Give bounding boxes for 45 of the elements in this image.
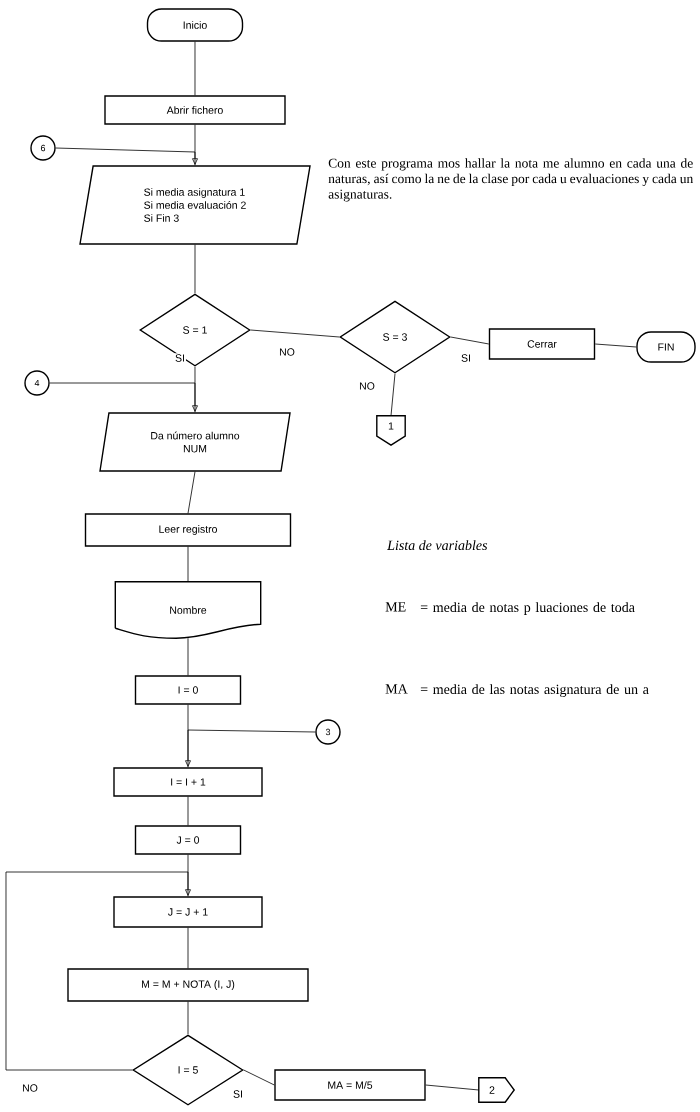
connector-line	[5, 871, 191, 1071]
process-box: J = J + 1	[113, 896, 263, 928]
terminal-box: FIN	[636, 331, 696, 363]
connector-line	[55, 147, 198, 165]
connector-line	[594, 343, 637, 348]
edge-label: SI	[174, 353, 186, 363]
connector-line	[250, 329, 340, 338]
edge-label: NO	[278, 347, 296, 357]
process-box: Cerrar	[488, 328, 596, 360]
document-shape: Nombre	[114, 581, 262, 639]
connector-line	[194, 41, 196, 96]
edge-label: SI	[460, 353, 472, 363]
input-parallelogram: Da número alumno NUM	[99, 412, 291, 472]
connector-line	[185, 729, 316, 767]
connector-line	[187, 637, 189, 676]
variable-definition: = media de notas p luaciones de toda	[420, 602, 635, 615]
process-box: Leer registro	[84, 513, 292, 547]
edge-label: NO	[358, 381, 376, 391]
variable-name: ME	[385, 602, 406, 612]
connector-line	[425, 1084, 480, 1091]
connector-line	[243, 1069, 275, 1086]
process-box: J = 0	[134, 825, 242, 855]
edge-label: NO	[21, 1083, 39, 1093]
terminal-box: Inicio	[146, 8, 244, 42]
edge-label: SI	[232, 1089, 244, 1099]
connector-line	[390, 373, 396, 417]
connector-line	[49, 382, 198, 412]
input-parallelogram: Si media asignatura 1 Si media evaluación 2 Si Fin 3	[79, 165, 311, 245]
offpage-connector: 2	[478, 1077, 516, 1103]
list-heading: Lista de variables	[387, 540, 488, 551]
process-box: MA = M/5	[274, 1069, 426, 1101]
connector-line	[450, 336, 490, 345]
process-box: I = I + 1	[113, 767, 263, 797]
process-box: Abrir fichero	[104, 95, 286, 125]
process-box: I = 0	[134, 675, 242, 705]
connector-line	[187, 1001, 189, 1035]
process-box: M = M + NOTA (I, J)	[67, 968, 309, 1002]
connector-line	[194, 244, 196, 294]
variable-definition: = media de las notas asignatura de un a	[420, 684, 649, 697]
connector-line	[187, 546, 189, 583]
connector-line	[187, 471, 196, 514]
connector-line	[187, 927, 189, 969]
description-text: Con este programa mos hallar la nota me alumno en cada una de naturas, así como la ne de la clase por cada u evaluaciones y cada un asignaturas.	[328, 158, 694, 202]
connector-line	[187, 796, 189, 826]
variable-name: MA	[385, 684, 408, 694]
